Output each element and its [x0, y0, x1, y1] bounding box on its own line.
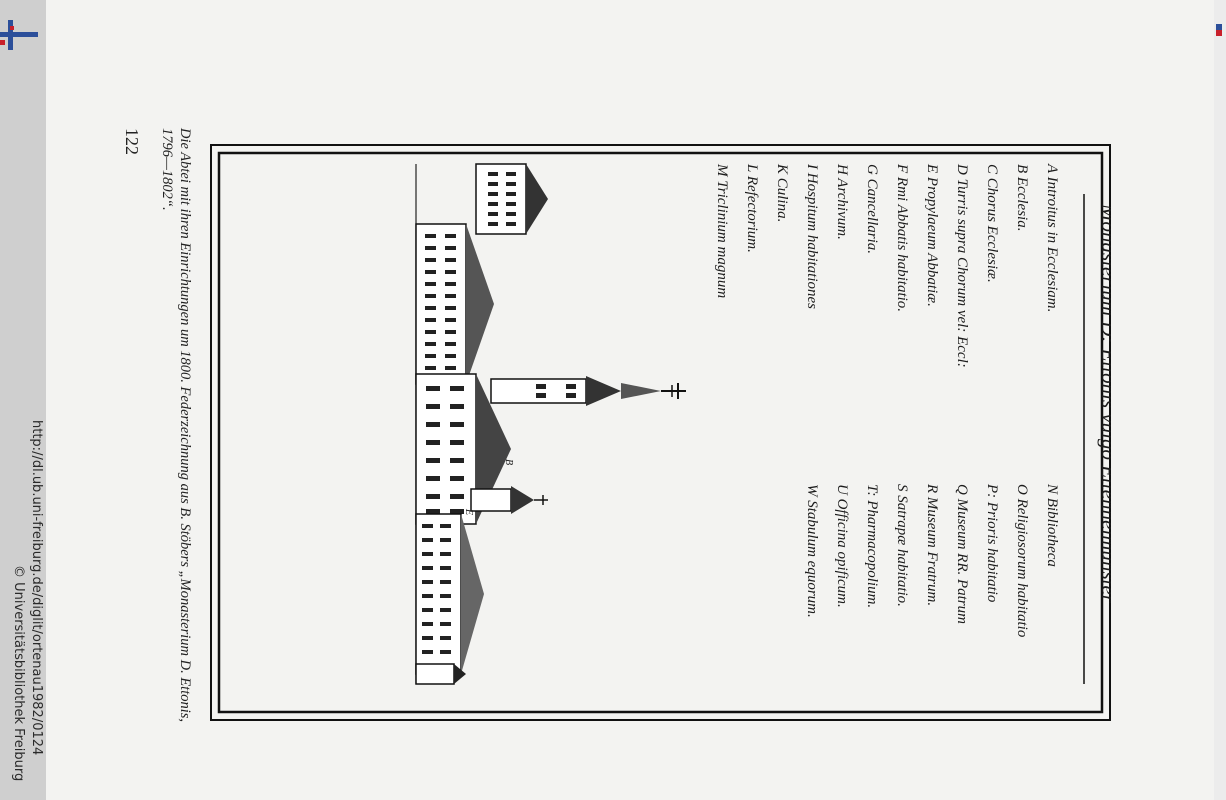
- legend-item: C Chorus Ecclesiæ.: [984, 164, 1000, 283]
- legend-item: W Stabulum equorum.: [804, 484, 820, 618]
- viewer-left-rail: http://dl.ub.uni-freiburg.de/diglit/orte…: [0, 0, 46, 800]
- gate-tower: [470, 486, 548, 514]
- legend-item: N Bibliotheca: [1044, 483, 1060, 567]
- building-letter: E: [463, 508, 474, 515]
- page-number: 122: [122, 128, 142, 155]
- legend-item: D Turris supra Chorum vel: Eccl:: [954, 163, 970, 368]
- abbey-illustration: B E: [415, 163, 686, 685]
- legend-item: I Hospitum habitationes: [804, 163, 820, 309]
- url-watermark: http://dl.ub.uni-freiburg.de/diglit/orte…: [2, 0, 44, 800]
- legend-item: P: Prioris habitatio: [984, 483, 1000, 603]
- drawing-title: Monasterium D: Ettonis vulgò Ettenheimün…: [1097, 203, 1111, 604]
- legend-item: M Triclinium magnum: [714, 163, 730, 298]
- building-right-wing: [415, 513, 484, 675]
- building-left-wing: [475, 163, 548, 235]
- church-tower: [490, 376, 686, 406]
- building-front-range: [415, 223, 494, 385]
- legend-left: A Introitus in Ecclesiam. B Ecclesia. C …: [714, 163, 1060, 368]
- figure-caption: Die Abtei mit ihren Einrichtungen um 180…: [159, 128, 193, 723]
- legend-item: U Officina opificum.: [834, 484, 850, 608]
- scanned-page: [46, 0, 1214, 800]
- watermark-copyright: © Universitätsbibliothek Freiburg: [11, 565, 26, 782]
- legend-item: R Museum Fratrum.: [924, 483, 940, 606]
- legend-item: B Ecclesia.: [1014, 164, 1030, 231]
- drawing-canvas: Monasterium D: Ettonis vulgò Ettenheimün…: [210, 144, 1111, 721]
- legend-item: H Archivum.: [834, 163, 850, 240]
- watermark-url: http://dl.ub.uni-freiburg.de/diglit/orte…: [29, 420, 44, 756]
- legend-item: Q Museum RR. Patrum: [954, 484, 970, 624]
- legend-item: L Refectorium.: [744, 163, 760, 253]
- legend-item: F Rmi Abbatis habitatio.: [894, 163, 910, 312]
- building-letter: B: [503, 459, 514, 465]
- viewer-right-strip: [1214, 0, 1226, 800]
- pen-drawing: Monasterium D: Ettonis vulgò Ettenheimün…: [210, 144, 1111, 721]
- legend-right: N Bibliotheca O Religiosorum habitatio P…: [804, 483, 1060, 638]
- library-logo-icon[interactable]: [0, 18, 40, 52]
- church-building: [415, 373, 511, 525]
- legend-item: O Religiosorum habitatio: [1014, 484, 1030, 638]
- legend-item: K Culina.: [774, 163, 790, 222]
- page-marker-icon: [1216, 24, 1222, 36]
- legend-item: A Introitus in Ecclesiam.: [1044, 163, 1060, 312]
- building-end-pavilion: [415, 663, 466, 685]
- legend-item: T: Pharmacopolium.: [864, 484, 880, 608]
- legend-item: G Cancellaria.: [864, 164, 880, 254]
- legend-item: E Propylaeum Abbatiæ.: [924, 163, 940, 307]
- legend-item: S Satrapæ habitatio.: [894, 484, 910, 607]
